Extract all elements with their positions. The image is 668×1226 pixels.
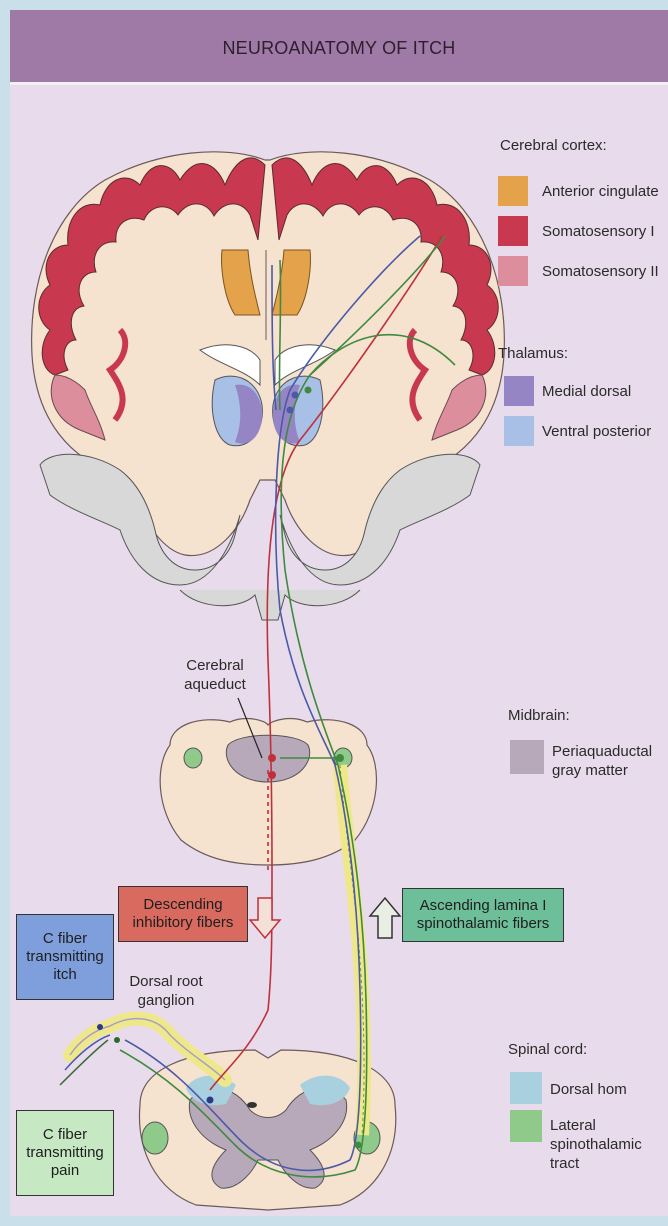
legend-medial-dorsal-swatch bbox=[504, 376, 534, 406]
legend-lateral-spinothalamic-swatch bbox=[510, 1110, 542, 1142]
legend-ventral-posterior-label: Ventral posterior bbox=[542, 422, 651, 441]
legend-thalamus-heading: Thalamus: bbox=[498, 344, 568, 363]
legend-spinal-heading: Spinal cord: bbox=[508, 1040, 587, 1059]
legend-ventral-posterior-swatch bbox=[504, 416, 534, 446]
legend-midbrain-heading: Midbrain: bbox=[508, 706, 570, 725]
figure-frame: NEUROANATOMY OF ITCH bbox=[10, 10, 668, 1216]
legend-somatosensory-i-swatch bbox=[498, 216, 528, 246]
legend-anterior-cingulate-label: Anterior cingulate bbox=[542, 182, 659, 201]
legend-cortex-heading: Cerebral cortex: bbox=[500, 136, 607, 155]
legend-dorsal-horn-swatch bbox=[510, 1072, 542, 1104]
cerebral-aqueduct-label: Cerebral aqueduct bbox=[180, 656, 250, 694]
dorsal-root-ganglion-label: Dorsal root ganglion bbox=[122, 972, 210, 1010]
ascending-lamina-box: Ascending lamina I spinothalamic fibers bbox=[402, 888, 564, 942]
legend-periaqueductal-swatch bbox=[510, 740, 544, 774]
ascending-arrow-icon bbox=[370, 898, 400, 938]
c-fiber-itch-box: C fiber transmitting itch bbox=[16, 914, 114, 1000]
legend-somatosensory-ii-swatch bbox=[498, 256, 528, 286]
legend-anterior-cingulate-swatch bbox=[498, 176, 528, 206]
c-fiber-pain-box: C fiber transmitting pain bbox=[16, 1110, 114, 1196]
brain-section bbox=[32, 152, 505, 620]
legend-periaqueductal-label: Periaquaductal gray matter bbox=[552, 742, 664, 780]
legend-lateral-spinothalamic-label: Lateral spinothalamic tract bbox=[550, 1116, 640, 1173]
legend-medial-dorsal-label: Medial dorsal bbox=[542, 382, 631, 401]
legend-somatosensory-ii-label: Somatosensory II bbox=[542, 262, 659, 281]
legend-dorsal-horn-label: Dorsal hom bbox=[550, 1080, 627, 1099]
descending-inhibitory-box: Descending inhibitory fibers bbox=[118, 886, 248, 942]
legend-somatosensory-i-label: Somatosensory I bbox=[542, 222, 655, 241]
descending-arrow-icon bbox=[250, 898, 280, 938]
